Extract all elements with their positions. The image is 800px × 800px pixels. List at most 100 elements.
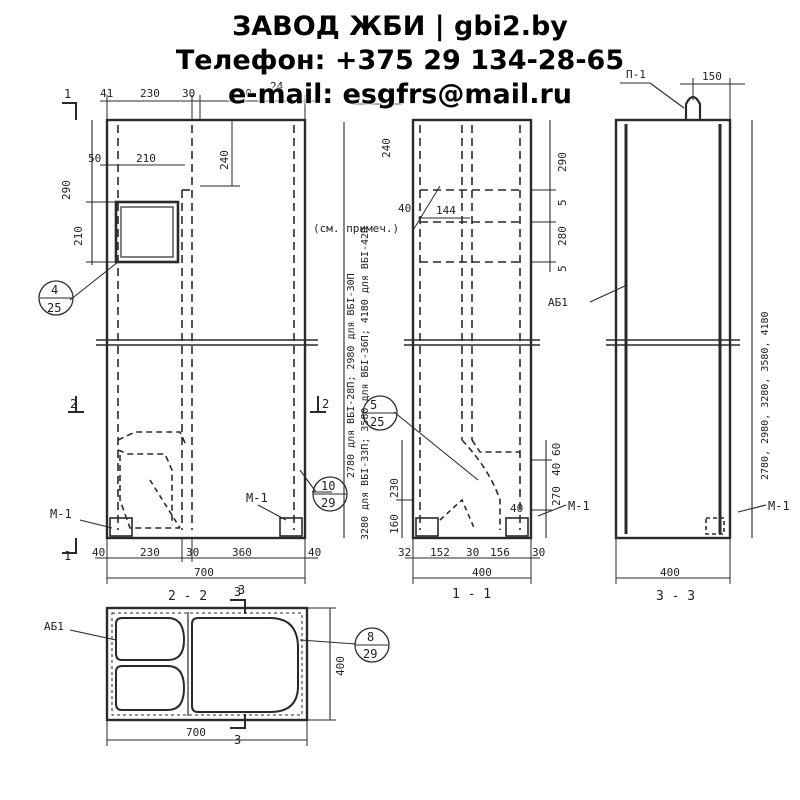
- leader-note-see: [411, 185, 441, 233]
- side-m1-pad: [705, 517, 725, 535]
- dim-24: 24: [270, 80, 284, 93]
- dim-41: 41: [100, 87, 113, 100]
- section-funnel-curve: [461, 439, 501, 530]
- callout-8-bottom-text: 29: [363, 647, 377, 661]
- label-m1-front-right: М-1: [246, 491, 268, 505]
- section-outline: [411, 118, 533, 540]
- height-stack-side: 2780, 2980, 3280, 3580, 4180: [760, 311, 771, 480]
- dim-210-inner: 210: [136, 152, 156, 165]
- dim-40-section-funnel: 40: [510, 502, 523, 515]
- dim-40-br: 40: [308, 546, 321, 559]
- dim-40-bl: 40: [92, 546, 105, 559]
- dim-30-section: 30: [466, 546, 479, 559]
- leader-callout-4: [69, 261, 119, 301]
- window-opening: [114, 200, 180, 264]
- callout-8-top-text: 8: [367, 630, 374, 644]
- label-p1-side: П-1: [626, 68, 646, 81]
- section-m1-pad-right: [505, 517, 529, 537]
- dim-30-section-r: 30: [532, 546, 545, 559]
- section-mark-1-left: [62, 102, 77, 120]
- callout-4-bottom-text: 25: [47, 301, 61, 315]
- leader-m1-front-left: [79, 519, 113, 529]
- section-mark-1-label-top: 1: [64, 87, 71, 101]
- label-m1-side: М-1: [768, 499, 790, 513]
- callout-4-top-text: 4: [51, 283, 58, 297]
- dim-280-section: 280: [556, 226, 569, 246]
- plan-cell-top-left: [115, 617, 186, 661]
- dim-156: 156: [490, 546, 510, 559]
- callout-5-top-text: 5: [370, 398, 377, 412]
- view-3-3-side: [589, 78, 767, 584]
- dim-5-section-b: 5: [556, 265, 569, 272]
- view-2-2-front: [38, 95, 348, 584]
- callout-8-29: [354, 627, 390, 663]
- dim-30-top: 30: [182, 87, 195, 100]
- label-m1-section: М-1: [568, 499, 590, 513]
- dim-360-bottom: 360: [232, 546, 252, 559]
- dim-230-section-left: 230: [388, 478, 401, 498]
- section-mark-2-label-right: 2: [322, 397, 329, 411]
- view-title-2-2: 2 - 2: [168, 589, 207, 604]
- plan-view: [69, 599, 390, 746]
- dim-400-plan: 400: [334, 656, 347, 676]
- callout-10-top-text: 10: [321, 479, 335, 493]
- label-ab1-plan: АБ1: [44, 620, 64, 633]
- dim-50: 50: [88, 152, 101, 165]
- factory-title: ЗАВОД ЖБИ | gbi2.by: [232, 11, 568, 42]
- dim-290-left: 290: [60, 180, 73, 200]
- note-see-remark: (см. примеч.): [313, 222, 399, 235]
- phone-line: Телефон: +375 29 134-28-65: [175, 45, 625, 76]
- leader-m1-front-right: [257, 504, 287, 521]
- dim-60-section: 60: [550, 443, 563, 456]
- view-title-1-1: 1 - 1: [452, 587, 491, 602]
- dim-400-side: 400: [660, 566, 680, 579]
- front-m1-pad-right: [279, 517, 303, 537]
- leader-callout-5: [393, 411, 479, 481]
- front-m1-pad-left: [109, 517, 133, 537]
- header: ЗАВОД ЖБИ | gbi2.by Телефон: +375 29 134…: [0, 0, 800, 112]
- front-funnel-top: [117, 431, 187, 446]
- plan-section-mark-3-bottom: [230, 714, 246, 729]
- dim-240-section: 240: [380, 138, 393, 158]
- label-ab1-side: АБ1: [548, 296, 568, 309]
- callout-5-25: [362, 395, 398, 431]
- callout-4-25: [38, 280, 74, 316]
- view-1-1-section: [352, 103, 567, 584]
- callout-10-29: [312, 476, 348, 512]
- section-mark-1-left-bottom: [62, 538, 77, 554]
- dim-210-left: 210: [72, 226, 85, 246]
- section-funnel-top: [471, 439, 520, 453]
- section-funnel-bottom: [439, 498, 476, 531]
- plan-inner-edge: [111, 612, 303, 716]
- dim-5-section-a: 5: [556, 199, 569, 206]
- height-note-b: 3280 для ВБI-33П; 3580 для ВБI-36П; 4180…: [360, 227, 371, 540]
- dim-230-top: 230: [140, 87, 160, 100]
- leader-p1: [649, 82, 685, 109]
- dim-290-section: 290: [556, 152, 569, 172]
- section-mark-3-label-front: 3: [238, 583, 245, 597]
- dim-240-front: 240: [218, 150, 231, 170]
- leader-ab1-side: [589, 284, 628, 303]
- plan-outline: [105, 606, 309, 722]
- email-line: e-mail: esgfrs@mail.ru: [227, 79, 573, 110]
- plan-section-mark-3-bottom-label: 3: [234, 733, 241, 747]
- height-note-a: 2780 для ВБI-28П; 2980 для ВБI-30П: [346, 273, 357, 478]
- section-mark-1-label-bottom: 1: [64, 549, 71, 563]
- front-funnel-diag: [149, 479, 181, 529]
- dim-152: 152: [430, 546, 450, 559]
- dim-150: 150: [702, 70, 722, 83]
- dim-360-top: 360: [232, 87, 252, 100]
- callout-10-bottom-text: 29: [321, 496, 335, 510]
- front-funnel-bottom: [119, 455, 180, 529]
- front-outline: [105, 118, 307, 540]
- plan-section-mark-3-top: [230, 599, 246, 614]
- section-mark-2-label-left: 2: [70, 397, 77, 411]
- dim-40-section: 40: [398, 202, 411, 215]
- plan-section-mark-3-top-label: 3: [234, 585, 241, 599]
- dim-30-bottom: 30: [186, 546, 199, 559]
- label-m1-front-left: М-1: [50, 507, 72, 521]
- dim-40-section-r: 40: [550, 463, 563, 476]
- dim-32: 32: [398, 546, 411, 559]
- side-outline: [614, 118, 732, 540]
